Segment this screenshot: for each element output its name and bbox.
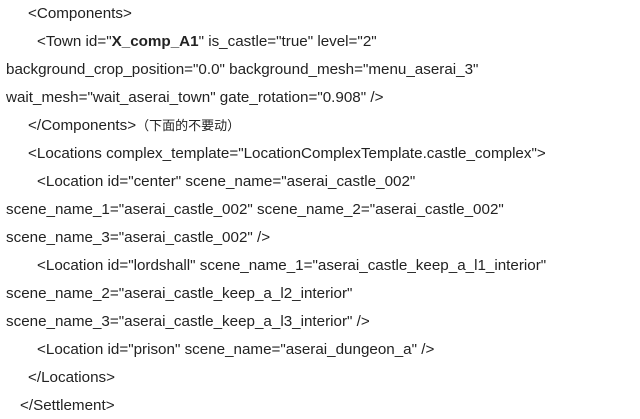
components-close-tag: </Components> — [28, 117, 137, 134]
location-lordshall-scene3-line: scene_name_3="aserai_castle_keep_a_l3_in… — [6, 313, 370, 330]
location-center-scenes-line: scene_name_1="aserai_castle_002" scene_n… — [6, 201, 504, 218]
settlement-close-tag: </Settlement> — [20, 397, 115, 414]
wait-mesh-line: wait_mesh="wait_aserai_town" gate_rotati… — [6, 89, 384, 106]
location-center-scene3-line: scene_name_3="aserai_castle_002" /> — [6, 229, 271, 246]
location-lordshall-scene2-line: scene_name_2="aserai_castle_keep_a_l2_in… — [6, 285, 353, 302]
location-prison-line: <Location id="prison" scene_name="aserai… — [37, 341, 435, 358]
location-lordshall-line: <Location id="lordshall" scene_name_1="a… — [37, 257, 547, 274]
components-open-tag: <Components> — [28, 5, 132, 22]
locations-open-tag: <Locations complex_template="LocationCom… — [28, 145, 546, 162]
location-center-line: <Location id="center" scene_name="aserai… — [37, 173, 416, 190]
background-attributes-line: background_crop_position="0.0" backgroun… — [6, 61, 479, 78]
town-tag-suffix: " is_castle="true" level="2" — [198, 33, 377, 50]
do-not-change-note: （下面的不要动） — [136, 119, 241, 134]
locations-close-tag: </Locations> — [28, 369, 115, 386]
town-id-value: X_comp_A1 — [111, 33, 199, 50]
components-close-line: </Components>（下面的不要动） — [28, 116, 240, 137]
town-tag-line: <Town id="X_comp_A1" is_castle="true" le… — [37, 32, 377, 52]
town-tag-prefix: <Town id=" — [37, 33, 112, 50]
